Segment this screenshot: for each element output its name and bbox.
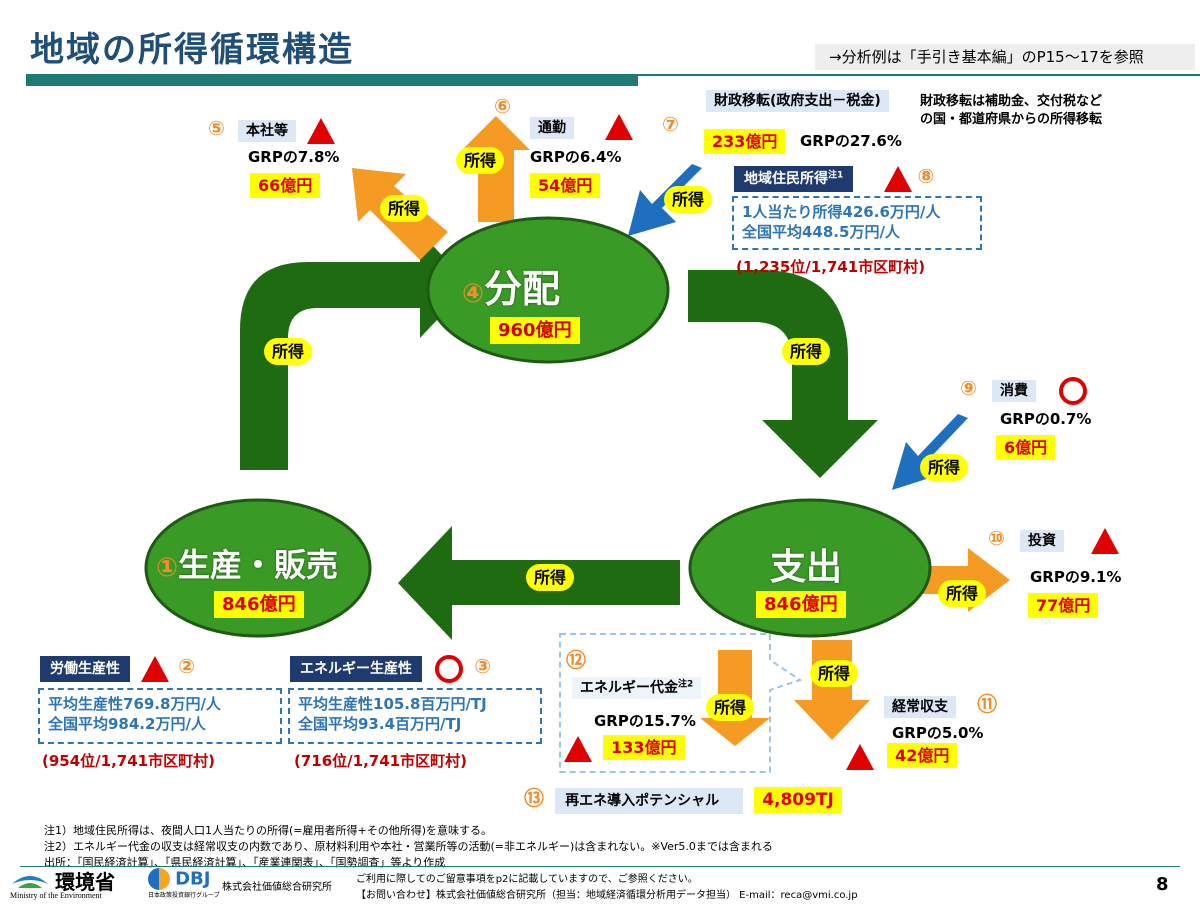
income-badge-commute: 所得: [456, 147, 505, 174]
income-badge-head-office: 所得: [380, 195, 429, 222]
fiscal-desc-1: 財政移転は補助金、交付税など: [920, 94, 1103, 109]
energy-cost-callout: [559, 633, 803, 773]
node-distribution: ④分配: [462, 267, 561, 311]
header-rule-thin: [638, 74, 1200, 76]
item-renewable: ⑬ 再エネ導入ポテンシャル 4,809TJ: [524, 782, 842, 814]
footer-rule: [20, 866, 1180, 867]
fiscal-num: ⑦: [662, 112, 679, 136]
note-2: 注2）エネルギー代金の収支は経常収支の内数であり、原材料利用や本社・営業所等の活…: [44, 840, 773, 853]
node-expenditure: 支出: [770, 547, 843, 588]
ministry-mark-icon: [12, 876, 48, 888]
node-production: ①生産・販売: [156, 546, 339, 584]
resident-income-box: 1人当たり所得426.6万円/人 全国平均448.5万円/人: [732, 196, 982, 250]
triangle-icon: [1091, 527, 1120, 554]
fiscal-value: 233億円: [704, 128, 786, 154]
triangle-icon: [605, 114, 634, 140]
item-energy-cost: エネルギー代金注2: [572, 676, 702, 699]
energy-cost-row: 133億円: [564, 734, 685, 762]
item-investment: ⑩ 投資: [988, 526, 1120, 554]
income-badge-bottom: 所得: [526, 564, 575, 591]
header-rule: [26, 74, 638, 86]
node-production-value: 846億円: [214, 590, 304, 618]
arrow-consumption: [892, 414, 968, 490]
ellipse-production: [144, 498, 372, 638]
energy-cost-num: ⑫: [566, 648, 586, 672]
arrow-current-account: [794, 640, 870, 740]
income-badge-current-account: 所得: [810, 660, 859, 687]
node-expenditure-value: 846億円: [756, 590, 846, 618]
arrow-distribution-to-expenditure: [688, 270, 878, 478]
income-badge-fiscal: 所得: [664, 186, 713, 213]
item-resident-income: 地域住民所得注1 ⑧: [734, 164, 934, 192]
income-badge-consumption: 所得: [920, 454, 969, 481]
triangle-icon: [846, 743, 874, 770]
node-distribution-value: 960億円: [490, 316, 580, 344]
item-fiscal: 財政移転(政府支出－税金): [706, 90, 889, 112]
ellipse-expenditure: [688, 498, 932, 638]
footer-notice-2: 【お問い合わせ】株式会社価値総合研究所（担当：地域経済循環分析用データ担当） E…: [356, 890, 858, 901]
income-badge-right: 所得: [782, 338, 831, 365]
labor-productivity-rank: (954位/1,741市区町村): [42, 752, 215, 770]
item-head-office: ⑤ 本社等: [208, 116, 336, 144]
commute-value: 54億円: [530, 172, 601, 198]
resident-income-rank: (1,235位/1,741市区町村): [736, 258, 926, 276]
item-current-account: 経常収支 ⑪: [884, 688, 997, 718]
note-1: 注1）地域住民所得は、夜間人口1人当たりの所得(=雇用者所得+その他所得)を意味…: [44, 824, 493, 837]
energy-productivity-rank: (716位/1,741市区町村): [294, 752, 467, 770]
footer-notice-1: ご利用に際してのご留意事項をp2に記載していますので、ご参照ください。: [356, 874, 698, 885]
arrow-production-to-distribution: [240, 232, 470, 470]
ministry-logo: 環境省 Ministry of the Environment: [10, 866, 115, 900]
consumption-value: 6億円: [996, 434, 1056, 460]
triangle-icon: [141, 655, 170, 682]
item-commute: 通勤: [530, 114, 634, 140]
commute-pct: GRPの6.4%: [530, 148, 622, 166]
head-office-value: 66億円: [250, 172, 321, 198]
page-number: 8: [1156, 874, 1169, 895]
income-badge-energy: 所得: [706, 694, 755, 721]
triangle-icon: [884, 165, 913, 192]
current-account-row: 42億円: [846, 742, 958, 770]
company-name: 株式会社価値総合研究所: [222, 882, 332, 893]
item-energy-productivity: エネルギー生産性 ③: [290, 654, 491, 683]
fiscal-pct: GRPの27.6%: [800, 132, 902, 150]
income-badge-investment: 所得: [938, 580, 987, 607]
ellipse-distribution: [426, 216, 670, 364]
dbj-mark-icon: [148, 868, 170, 890]
circle-icon: [435, 654, 464, 683]
energy-productivity-box: 平均生産性105.8百万円/TJ 全国平均93.4百万円/TJ: [288, 688, 542, 744]
investment-value: 77億円: [1028, 592, 1099, 618]
triangle-icon: [307, 117, 336, 144]
labor-productivity-box: 平均生産性769.8万円/人 全国平均984.2万円/人: [38, 688, 282, 744]
item-consumption: ⑨ 消費: [960, 376, 1088, 405]
circle-icon: [1059, 376, 1088, 405]
item-labor-productivity: 労働生産性 ②: [40, 654, 195, 682]
fiscal-desc-2: の国・都道府県からの所得移転: [920, 112, 1103, 127]
triangle-icon: [564, 735, 592, 762]
income-badge-left: 所得: [264, 338, 313, 365]
head-office-pct: GRPの7.8%: [248, 148, 340, 166]
consumption-pct: GRPの0.7%: [1000, 410, 1092, 428]
page-title: 地域の所得循環構造: [30, 30, 354, 70]
commute-num: ⑥: [494, 94, 511, 118]
dbj-logo: DBJ 日本政策投資銀行グループ: [148, 868, 220, 899]
note-source: 出所：「国民経済計算」、「県民経済計算」、「産業連関表」、「国勢調査」等より作成: [44, 856, 446, 869]
current-account-pct: GRPの5.0%: [892, 724, 984, 742]
reference-note: →分析例は「手引き基本編」のP15～17を参照: [815, 44, 1195, 70]
energy-cost-pct: GRPの15.7%: [594, 712, 696, 730]
investment-pct: GRPの9.1%: [1030, 568, 1122, 586]
